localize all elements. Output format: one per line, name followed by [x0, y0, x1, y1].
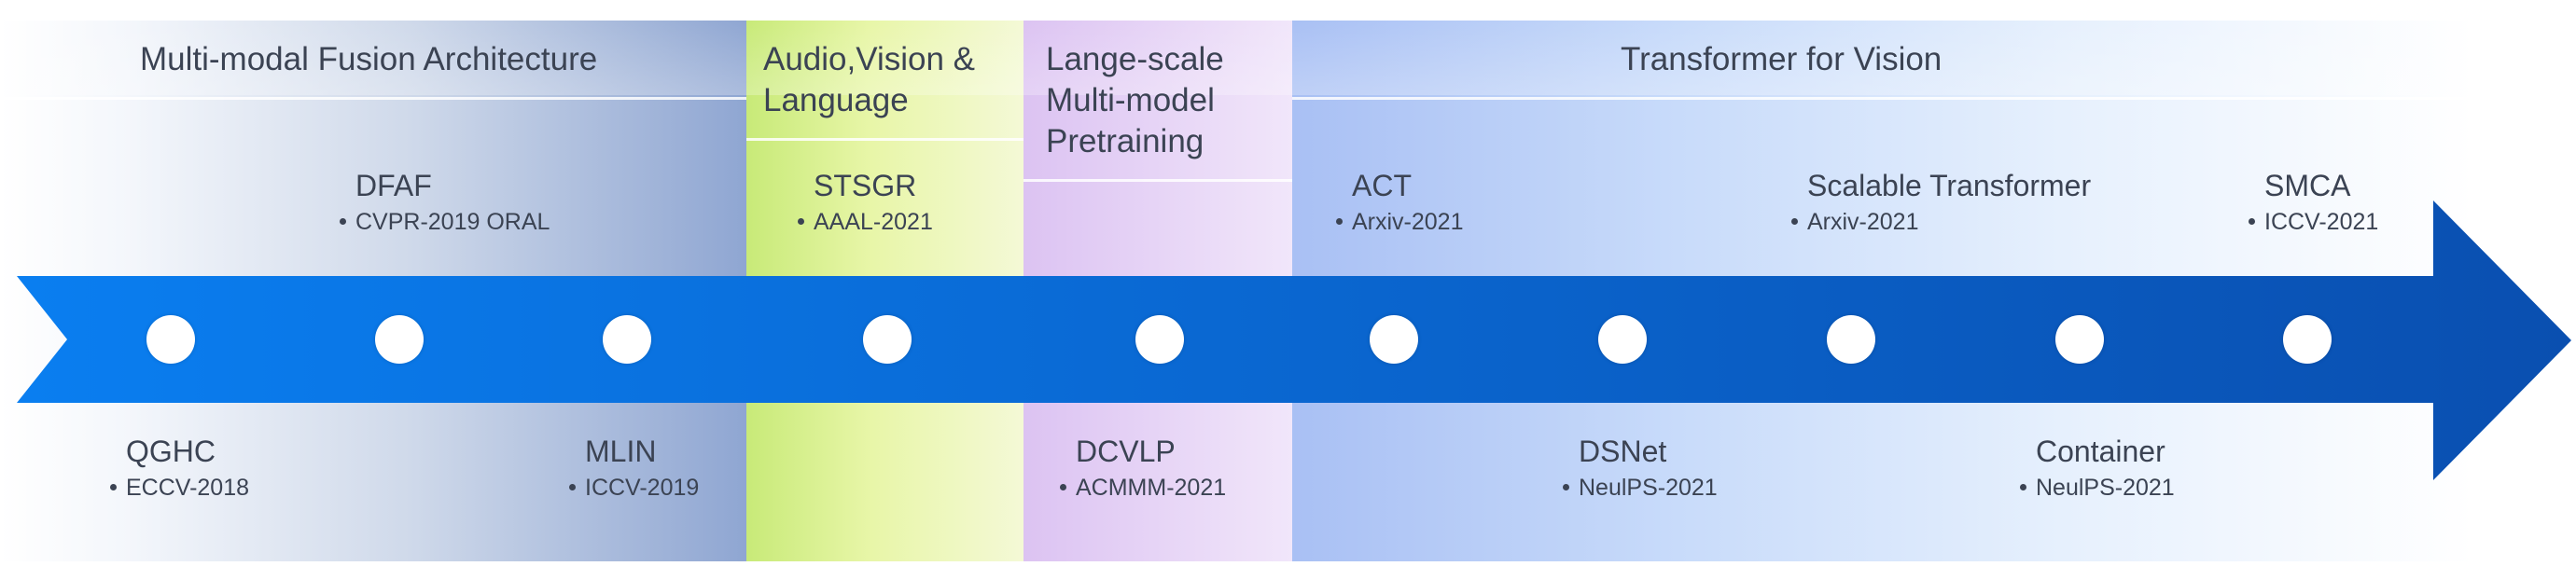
section-divider — [1292, 97, 2576, 100]
item-venue: NeulPS-2021 — [1563, 473, 1718, 503]
timeline-node-container — [2055, 315, 2104, 364]
item-name: Container — [2036, 435, 2165, 468]
timeline-item-container: Container NeulPS-2021 — [2020, 434, 2175, 503]
section-divider — [1023, 179, 1292, 182]
section-title-fusion: Multi-modal Fusion Architecture — [140, 41, 598, 77]
bullet-icon — [2020, 483, 2026, 490]
item-name: DCVLP — [1076, 435, 1176, 468]
timeline-node-dsnet — [1598, 315, 1647, 364]
timeline-node-act — [1370, 315, 1418, 364]
item-name: QGHC — [126, 435, 216, 468]
item-name: DFAF — [355, 169, 432, 202]
item-name: STSGR — [814, 169, 917, 202]
item-venue: ICCV-2021 — [2249, 207, 2378, 237]
bullet-icon — [798, 217, 804, 225]
section-divider — [0, 97, 746, 100]
timeline-item-dfaf: DFAF CVPR-2019 ORAL — [340, 168, 550, 237]
item-venue: NeulPS-2021 — [2020, 473, 2175, 503]
item-venue: CVPR-2019 ORAL — [340, 207, 550, 237]
section-title-transformer: Transformer for Vision — [1621, 41, 1942, 77]
timeline-node-stsgr — [863, 315, 912, 364]
timeline-node-mlin — [603, 315, 651, 364]
timeline-item-qghc: QGHC ECCV-2018 — [110, 434, 249, 503]
bullet-icon — [340, 217, 346, 225]
item-name: SMCA — [2264, 169, 2351, 202]
item-venue: ECCV-2018 — [110, 473, 249, 503]
bullet-icon — [1563, 483, 1569, 490]
bullet-icon — [569, 483, 576, 490]
timeline-item-stsgr: STSGR AAAL-2021 — [798, 168, 933, 237]
timeline-node-dfaf — [375, 315, 424, 364]
timeline-node-qghc — [146, 315, 195, 364]
timeline-arrow-shape — [17, 200, 2571, 480]
timeline-node-dcvlp — [1135, 315, 1184, 364]
timeline-item-scalable-transformer: Scalable Transformer Arxiv-2021 — [1791, 168, 2091, 237]
bullet-icon — [2249, 217, 2255, 225]
timeline-item-smca: SMCA ICCV-2021 — [2249, 168, 2378, 237]
item-name: ACT — [1352, 169, 1412, 202]
item-venue: AAAL-2021 — [798, 207, 933, 237]
timeline-node-scalable-transformer — [1827, 315, 1875, 364]
timeline-item-act: ACT Arxiv-2021 — [1336, 168, 1464, 237]
item-name: Scalable Transformer — [1807, 169, 2092, 202]
item-venue: Arxiv-2021 — [1336, 207, 1464, 237]
section-title-avl: Audio,Vision & Language — [763, 41, 976, 118]
item-venue: Arxiv-2021 — [1791, 207, 2091, 237]
timeline-item-dcvlp: DCVLP ACMMM-2021 — [1060, 434, 1226, 503]
bullet-icon — [1336, 217, 1343, 225]
timeline-node-smca — [2283, 315, 2332, 364]
item-venue: ICCV-2019 — [569, 473, 699, 503]
bullet-icon — [110, 483, 117, 490]
bullet-icon — [1060, 483, 1066, 490]
section-divider — [746, 138, 1023, 141]
section-title-pretraining: Lange-scale Multi-model Pretraining — [1046, 41, 1224, 159]
timeline-item-mlin: MLIN ICCV-2019 — [569, 434, 699, 503]
item-venue: ACMMM-2021 — [1060, 473, 1226, 503]
item-name: DSNet — [1579, 435, 1667, 468]
item-name: MLIN — [585, 435, 657, 468]
timeline-item-dsnet: DSNet NeulPS-2021 — [1563, 434, 1718, 503]
bullet-icon — [1791, 217, 1798, 225]
